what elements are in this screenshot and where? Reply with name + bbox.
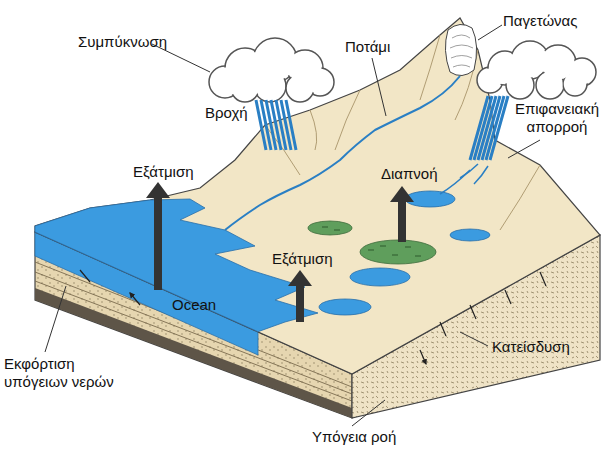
cloud-fill (211, 40, 333, 101)
vegetation-texture (322, 227, 421, 256)
evaporation-arrow (288, 270, 312, 322)
land-surface (35, 18, 600, 374)
lake (319, 299, 371, 315)
vegetation (308, 221, 352, 235)
cloud-fill (479, 43, 595, 98)
evaporation-arrow (146, 182, 170, 290)
evaporation-label: Εξάτμιση (133, 163, 194, 181)
leader-line (460, 332, 488, 346)
glacier (445, 24, 476, 75)
glacier-contours (450, 35, 473, 67)
glacier-label: Παγετώνας (503, 12, 578, 30)
discharge-arrow (80, 270, 140, 305)
lake (350, 268, 410, 286)
cloud (477, 41, 596, 99)
evaporation-label: Εξάτμιση (272, 250, 333, 268)
rain (256, 100, 296, 150)
groundwater-flow-label: Υπόγεια ροή (312, 428, 396, 446)
transpiration-label: Διαπνοή (381, 165, 438, 183)
vegetation (360, 240, 436, 264)
rain (470, 96, 508, 160)
lake (450, 229, 490, 241)
infiltration-label: Κατείσδυση (492, 338, 570, 356)
surface-runoff (460, 164, 488, 184)
leader-line (45, 286, 66, 352)
condensation-label: Συμπύκνωση (78, 33, 167, 51)
leader-line (478, 25, 502, 40)
rain-label: Βροχή (205, 104, 248, 122)
leader-line (508, 140, 540, 158)
leader-line (352, 400, 385, 426)
runoff-label: Επιφανειακή απορροή (510, 100, 604, 136)
lake (405, 191, 455, 207)
river-label: Ποτάμι (345, 38, 390, 56)
leader-line (372, 58, 386, 116)
discharge-label: Εκφόρτιση υπόγειων νερών (4, 355, 122, 391)
transpiration-arrow (390, 186, 414, 242)
ocean-label: Ocean (172, 296, 216, 314)
cloud (209, 38, 334, 102)
